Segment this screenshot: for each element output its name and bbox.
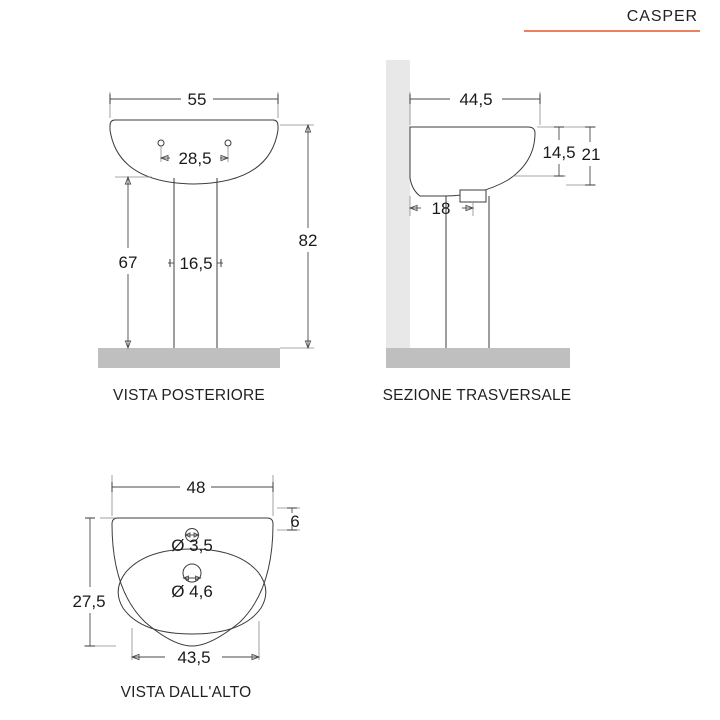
- dimension-top-width-label: 48: [187, 478, 206, 497]
- dimension-hole-spacing-label: 28,5: [178, 149, 211, 168]
- dimension-rear-width: 55: [109, 90, 279, 118]
- floor-slab-rear: [98, 348, 280, 368]
- wall-slab: [386, 60, 410, 348]
- dimension-total-height: 82: [280, 123, 318, 350]
- dimension-back-offset: 6: [277, 507, 300, 531]
- drain-fitting: [459, 189, 487, 203]
- dimension-drain-hole: Ø 4,6: [171, 575, 213, 601]
- dimension-rear-width-label: 55: [188, 90, 207, 109]
- basin-bowl-top: [117, 548, 267, 635]
- basin-profile-section: [409, 126, 536, 197]
- dimension-top-inner-width: 43,5: [130, 621, 261, 667]
- dimension-top-depth: 27,5: [72, 517, 116, 647]
- dimension-basin-total-height: 21: [566, 126, 601, 186]
- dimension-top-depth-label: 27,5: [72, 592, 105, 611]
- dimension-drain-hole-label: Ø 4,6: [171, 582, 213, 601]
- dimension-section-depth-label: 44,5: [459, 90, 492, 109]
- view-label-section: SEZIONE TRASVERSALE: [383, 387, 572, 404]
- view-label-rear: VISTA POSTERIORE: [113, 387, 265, 404]
- dimension-pedestal-width-label: 16,5: [179, 254, 212, 273]
- dimension-pedestal-height: 67: [115, 175, 152, 350]
- brand-title: CASPER: [627, 8, 698, 25]
- dimension-hole-spacing: 28,5: [159, 146, 230, 168]
- dimension-pedestal-width: 16,5: [168, 254, 223, 273]
- dimension-back-offset-label: 6: [290, 512, 299, 531]
- dimension-basin-height: 14,5: [513, 126, 576, 177]
- dimension-total-height-label: 82: [299, 231, 318, 250]
- view-label-top: VISTA DALL'ALTO: [121, 684, 252, 701]
- floor-slab-section: [386, 348, 570, 368]
- dimension-tap-hole-label: Ø 3,5: [171, 536, 213, 555]
- dimension-basin-total-height-label: 21: [582, 145, 601, 164]
- view-top: 48 6 Ø 3,5 Ø 4,6: [72, 475, 300, 701]
- view-section: 44,5 14,5 21: [383, 60, 601, 404]
- dimension-section-depth: 44,5: [409, 90, 541, 125]
- dimension-drain-offset: 18: [408, 196, 475, 218]
- drain-hole-top: [182, 563, 202, 583]
- dimension-drain-offset-label: 18: [432, 199, 451, 218]
- dimension-top-inner-width-label: 43,5: [177, 648, 210, 667]
- view-rear: 55 28,5 67 16,5: [98, 90, 317, 404]
- basin-outline-rear: [109, 119, 279, 185]
- dimension-basin-height-label: 14,5: [542, 143, 575, 162]
- dimension-tap-hole: Ø 3,5: [171, 532, 213, 555]
- dimension-pedestal-height-label: 67: [119, 253, 138, 272]
- dimension-top-width: 48: [111, 475, 274, 516]
